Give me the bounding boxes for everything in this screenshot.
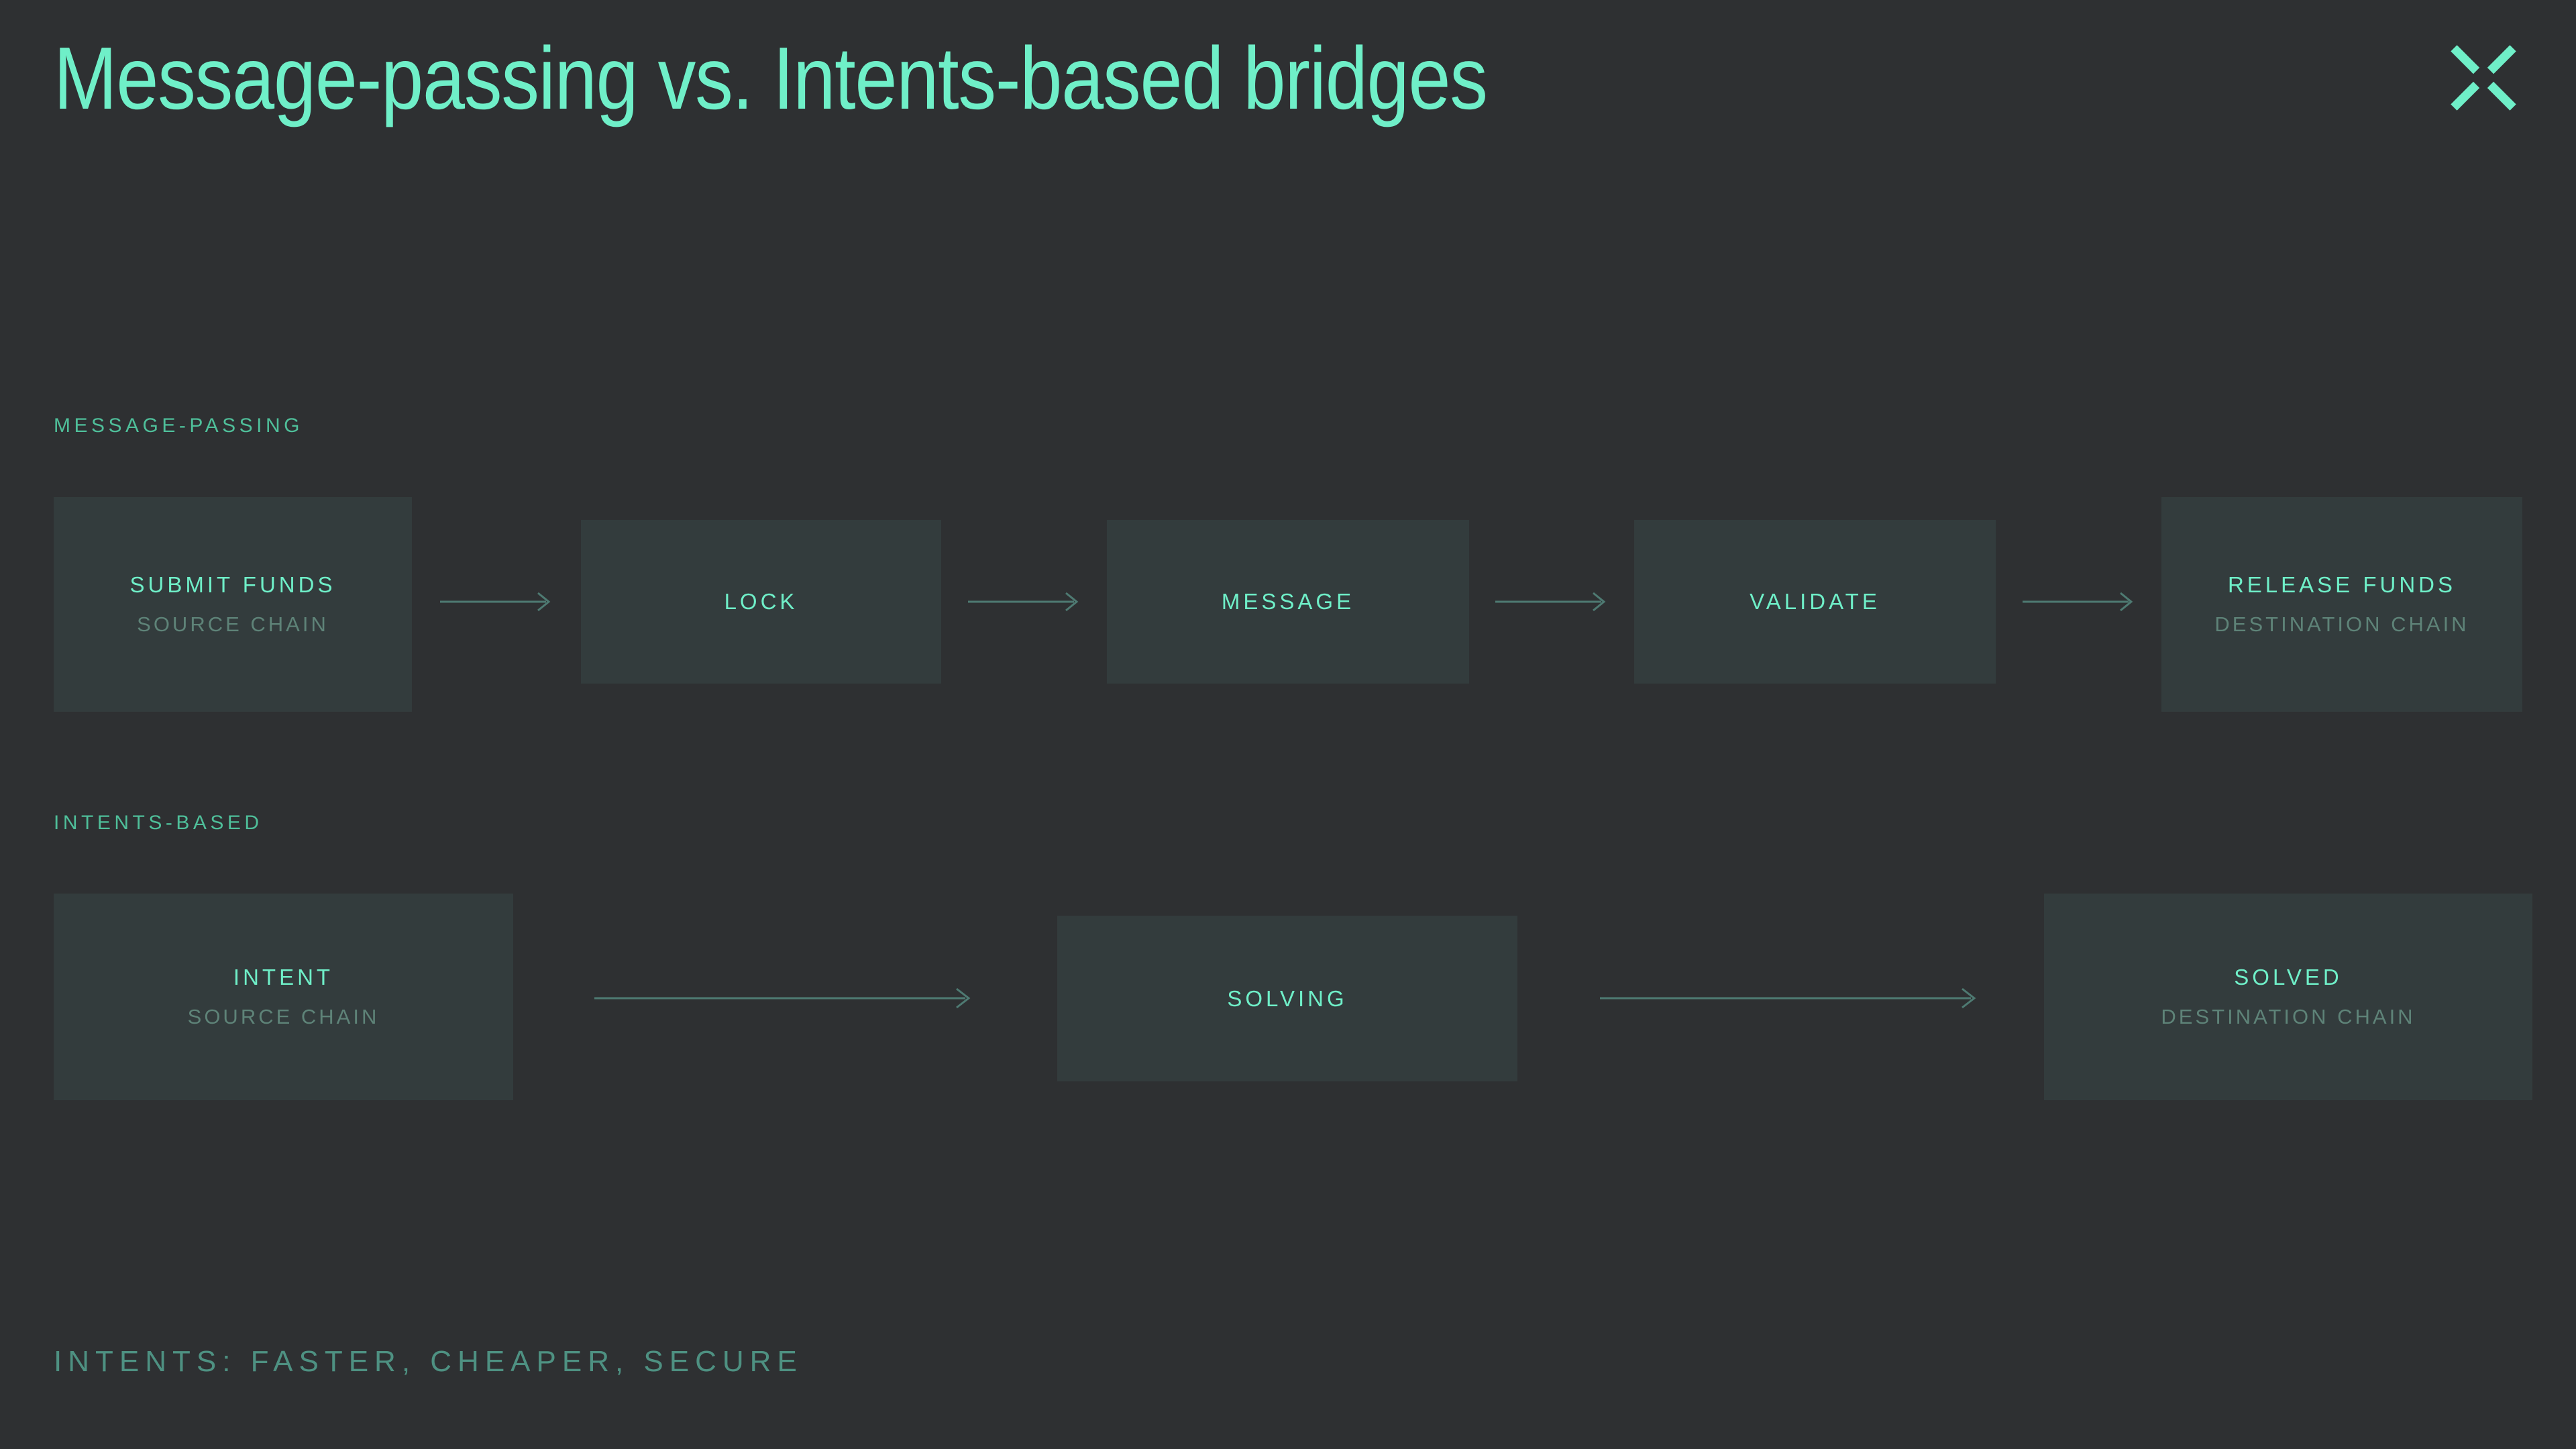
flow-row-intents-based: INTENT SOURCE CHAIN SOLVING SOLVED DESTI… (0, 894, 2576, 1108)
flow-arrow-2 (968, 592, 1079, 612)
flow-node-subtitle: SOURCE CHAIN (137, 612, 329, 636)
flow-node-title: SUBMIT FUNDS (129, 572, 336, 597)
flow-node-title: SOLVING (1227, 985, 1348, 1011)
flow-row-message-passing: SUBMIT FUNDS SOURCE CHAIN LOCK MESSAGE V… (0, 497, 2576, 712)
footer-summary-note: INTENTS: FASTER, CHEAPER, SECURE (54, 1345, 803, 1378)
flow-node-title: SOLVED (2234, 965, 2343, 989)
flow-node-solving[interactable]: SOLVING (1057, 916, 1517, 1081)
flow-node-subtitle: SOURCE CHAIN (187, 1005, 380, 1028)
flow-arrow-5 (594, 987, 971, 1009)
flow-node-title: RELEASE FUNDS (2227, 572, 2457, 597)
flow-node-lock[interactable]: LOCK (581, 520, 941, 684)
page-title: Message-passing vs. Intents-based bridge… (54, 29, 1488, 127)
flow-arrow-6 (1600, 987, 1976, 1009)
flow-node-intent[interactable]: INTENT SOURCE CHAIN (54, 894, 513, 1100)
flow-node-title: VALIDATE (1750, 589, 1880, 614)
flow-arrow-4 (2023, 592, 2133, 612)
flow-node-validate[interactable]: VALIDATE (1634, 520, 1996, 684)
flow-node-submit-funds[interactable]: SUBMIT FUNDS SOURCE CHAIN (54, 497, 412, 712)
flow-node-title: LOCK (724, 589, 798, 614)
flow-node-message[interactable]: MESSAGE (1107, 520, 1469, 684)
x-mark-logo-icon (2445, 39, 2522, 117)
section-label-intents-based: INTENTS-BASED (54, 812, 263, 834)
slide-header: Message-passing vs. Intents-based bridge… (0, 0, 2576, 201)
flow-node-subtitle: DESTINATION CHAIN (2161, 1005, 2416, 1028)
flow-node-title: MESSAGE (1221, 589, 1355, 614)
flow-node-solved[interactable]: SOLVED DESTINATION CHAIN (2044, 894, 2532, 1100)
flow-arrow-3 (1495, 592, 1606, 612)
flow-arrow-1 (440, 592, 551, 612)
section-label-message-passing: MESSAGE-PASSING (54, 415, 304, 437)
flow-node-title: INTENT (233, 965, 334, 989)
flow-node-subtitle: DESTINATION CHAIN (2214, 612, 2469, 636)
flow-node-release-funds[interactable]: RELEASE FUNDS DESTINATION CHAIN (2161, 497, 2522, 712)
